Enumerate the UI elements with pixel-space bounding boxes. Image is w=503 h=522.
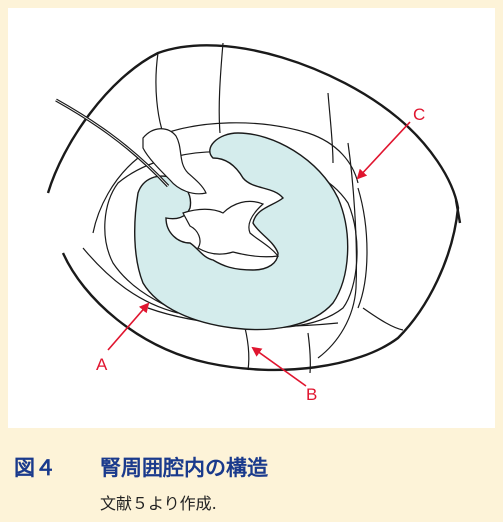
callout-c-label: C: [413, 105, 425, 124]
kidney: [134, 132, 349, 331]
septum-bottom-right: [307, 332, 311, 374]
figure-panel: A B C: [8, 8, 495, 428]
septum-right-bottom: [362, 307, 404, 331]
callout-a-label: A: [96, 355, 108, 374]
perirenal-space-diagram: A B C: [46, 42, 462, 404]
callout-b-arrow: [251, 346, 307, 387]
callout-b-label: B: [306, 385, 317, 404]
renal-hilum: [182, 200, 280, 258]
figure-source-note: 文献５より作成.: [100, 494, 217, 513]
septum-left-curve: [92, 157, 139, 234]
septum-upper-arc: [157, 122, 359, 184]
septum-top-right: [327, 92, 334, 164]
septum-right-outer: [317, 142, 358, 359]
callout-a-arrow: [107, 302, 150, 351]
outer-fascia-right-end: [454, 199, 462, 224]
septum-left-lower: [82, 247, 179, 314]
needle-instrument-inner: [55, 99, 169, 187]
septum-top-middle: [218, 42, 224, 134]
figure-number: 図４: [14, 456, 56, 480]
adrenal-gland: [142, 128, 207, 195]
septum-right-mid: [357, 187, 368, 309]
callout-c-arrow: [356, 121, 411, 180]
figure-title: 腎周囲腔内の構造: [100, 456, 268, 480]
septum-top-left: [155, 52, 164, 134]
figure-caption-title: 図４ 腎周囲腔内の構造: [14, 452, 268, 482]
